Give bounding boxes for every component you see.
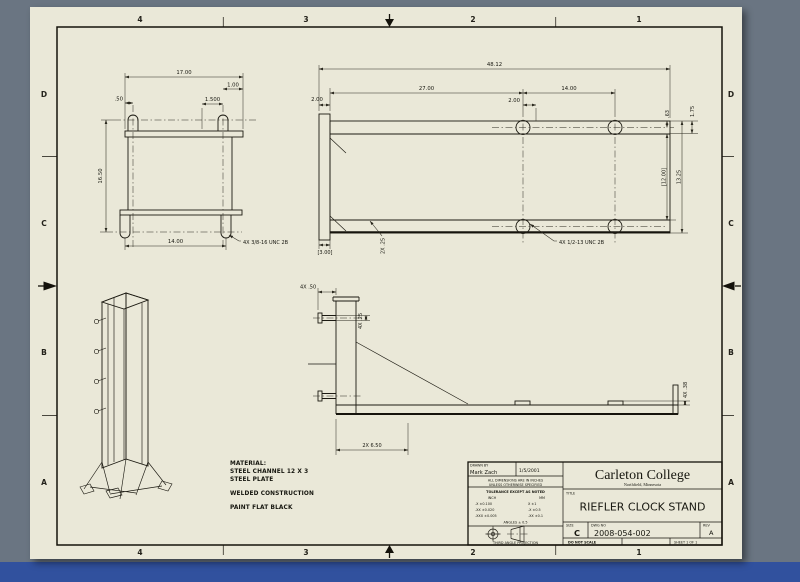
dim-front-span: 14.00 — [168, 239, 184, 245]
taskbar-strip — [0, 562, 800, 582]
tolerance-inch-header: INCH — [488, 496, 497, 500]
iso-studs — [93, 317, 107, 415]
zone-label-top: 3 — [303, 15, 308, 24]
drawn-date: 1/5/2001 — [519, 468, 540, 474]
dim-plan-plate-ref: [3.00] — [317, 250, 332, 256]
zone-label-right: C — [728, 219, 734, 228]
size-value: C — [574, 528, 580, 538]
zone-label-right: A — [728, 478, 734, 487]
dim-front-left: .50 — [115, 97, 124, 103]
plan-weld-note: 2X .25 — [381, 238, 387, 254]
note-construction: WELDED CONSTRUCTION — [230, 491, 314, 497]
zone-label-left: B — [41, 348, 47, 357]
dim-side-studs: 4X .50 — [300, 285, 316, 291]
projection-label: THIRD ANGLE PROJECTION — [492, 541, 539, 545]
dim-plan-flange: .63 — [665, 110, 671, 118]
tolerance-row-mm: X ±1 — [528, 502, 536, 506]
sheet-count-note: SHEET 1 OF 1 — [674, 541, 697, 545]
drawing-title: RIEFLER CLOCK STAND — [580, 501, 706, 514]
dim-front-width: 17.00 — [176, 70, 192, 76]
plan-view: 48.12 27.00 14.00 2.00 2.00 .63 [12.00] … — [311, 62, 698, 256]
dim-side-brace: 2X 6.50 — [362, 443, 381, 449]
side-view: 4X .50 4X .25 2X 6.50 4X .38 — [300, 285, 690, 455]
dim-plan-web-ref: [12.00] — [662, 168, 668, 186]
zone-label-left: A — [41, 478, 47, 487]
front-view: 17.00 1.00 .50 1.500 16.50 14.00 4X 3/8-… — [98, 70, 289, 250]
dim-plan-end: 2.00 — [311, 97, 323, 103]
zone-label-top: 4 — [137, 15, 142, 24]
zone-label-bottom: 1 — [636, 548, 641, 557]
dim-side-tab: 4X .38 — [683, 382, 689, 398]
dim-front-right: 1.00 — [227, 83, 239, 89]
tolerance-angles: ANGLES ± 0.5 — [503, 521, 527, 525]
title-block: DRAWN BY Mark Zach 1/5/2001 ALL DIMENSIO… — [467, 461, 723, 546]
note-finish: PAINT FLAT BLACK — [230, 505, 293, 511]
sheet-frame: 4 3 2 1 4 3 2 1 D C B A D C B A — [38, 14, 741, 558]
tolerance-mm-header: MM — [539, 496, 545, 500]
center-marks — [38, 14, 741, 558]
isometric-view — [79, 292, 173, 500]
tolerance-row-inch: .X ±0.100 — [475, 502, 492, 506]
zone-label-bottom: 3 — [303, 548, 308, 557]
tolerance-row-mm: .XX ±0.1 — [528, 514, 543, 518]
zone-label-left: D — [41, 90, 47, 99]
zone-labels: 4 3 2 1 4 3 2 1 D C B A D C B A — [41, 15, 734, 557]
zone-label-top: 2 — [470, 15, 475, 24]
zone-label-left: C — [41, 219, 47, 228]
notes-block: MATERIAL: STEEL CHANNEL 12 X 3 STEEL PLA… — [230, 461, 314, 511]
drawing-sheet: 4 3 2 1 4 3 2 1 D C B A D C B A — [30, 7, 742, 559]
dim-plan-left-length: 27.00 — [419, 86, 435, 92]
plan-thread-note: 4X 1/2-13 UNC 2B — [559, 240, 605, 246]
dim-plan-lip: 1.75 — [690, 106, 696, 117]
zone-label-top: 1 — [636, 15, 641, 24]
drawn-by-label: DRAWN BY — [470, 464, 489, 468]
dim-front-stud: 1.500 — [205, 97, 221, 103]
title-label: TITLE — [565, 492, 575, 496]
zone-label-bottom: 4 — [137, 548, 142, 557]
rev-value: A — [709, 529, 714, 537]
company-location: Northfield, Minnesota — [624, 482, 661, 488]
tolerance-row-mm: .X ±0.5 — [528, 508, 541, 512]
dwg-no-label: DWG NO — [591, 524, 606, 528]
note-material-1: STEEL CHANNEL 12 X 3 — [230, 469, 308, 475]
note-material-label: MATERIAL: — [230, 461, 266, 467]
dim-plan-hole: 2.00 — [508, 98, 520, 104]
zone-label-bottom: 2 — [470, 548, 475, 557]
do-not-scale-note: DO NOT SCALE — [568, 541, 597, 545]
company-name: Carleton College — [595, 468, 690, 483]
note-material-2: STEEL PLATE — [230, 477, 273, 483]
tolerance-row-inch: .XXX ±0.005 — [475, 514, 497, 518]
dim-front-height: 16.50 — [98, 168, 104, 184]
zone-label-right: D — [728, 90, 734, 99]
rev-label: REV — [703, 524, 710, 528]
dim-plan-overall: 48.12 — [487, 62, 502, 68]
drawing-svg: 4 3 2 1 4 3 2 1 D C B A D C B A — [38, 14, 741, 558]
drawn-by-value: Mark Zach — [470, 470, 497, 476]
tolerance-title: TOLERANCE EXCEPT AS NOTED — [486, 490, 545, 494]
zone-label-right: B — [728, 348, 734, 357]
front-thread-note: 4X 3/8-16 UNC 2B — [243, 240, 289, 246]
dim-plan-span: 14.00 — [561, 86, 577, 92]
tolerance-row-inch: .XX ±0.020 — [475, 508, 494, 512]
iso-base — [79, 458, 173, 500]
dim-side-stud-dia: 4X .25 — [358, 313, 364, 329]
dim-plan-depth: 13.25 — [677, 170, 683, 184]
third-angle-symbol — [485, 525, 528, 543]
dims-note-2: UNLESS OTHERWISE SPECIFIED — [489, 483, 543, 487]
dwg-no-value: 2008-054-002 — [594, 529, 651, 538]
dims-note-1: ALL DIMENSIONS ARE IN INCHES — [488, 479, 543, 483]
size-label: SIZE — [566, 524, 574, 528]
